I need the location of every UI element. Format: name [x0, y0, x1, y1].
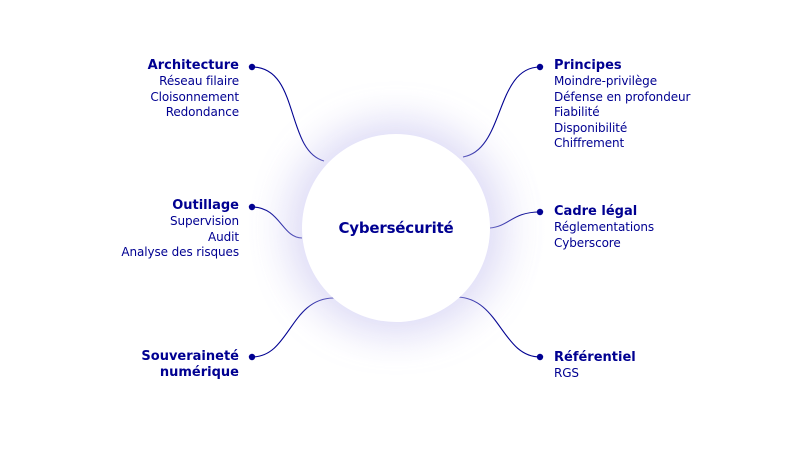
- branch-title: Cadre légal: [554, 204, 638, 219]
- branch-cadre-legal: Cadre légal Réglementations Cyberscore: [554, 204, 654, 251]
- branch-title: numérique: [159, 365, 239, 380]
- connector-architecture: [251, 66, 325, 162]
- branch-item: Redondance: [165, 105, 239, 119]
- branch-item: Supervision: [169, 214, 239, 228]
- branch-title: Outillage: [172, 198, 239, 213]
- branch-title: Souveraineté: [141, 349, 239, 364]
- branch-item: Moindre-privilège: [554, 74, 657, 88]
- branch-item: Cyberscore: [554, 235, 621, 250]
- branch-item: Défense en profondeur: [554, 89, 691, 104]
- branch-item: Fiabilité: [554, 105, 600, 119]
- connector-principes: [462, 66, 541, 158]
- branch-outillage: Outillage Supervision Audit Analyse des …: [121, 198, 239, 261]
- node-dot-cadre-legal: [536, 208, 544, 216]
- branch-referentiel: Référentiel RGS: [554, 350, 636, 382]
- center-label: Cybersécurité: [338, 219, 454, 237]
- node-dot-referentiel: [536, 353, 544, 361]
- connector-souverainete: [251, 297, 335, 358]
- connector-outillage: [251, 206, 303, 239]
- node-dot-souverainete: [248, 353, 256, 361]
- node-dot-architecture: [248, 63, 256, 71]
- branch-architecture: Architecture Réseau filaire Cloisonnemen…: [148, 58, 239, 121]
- branch-title: Référentiel: [554, 350, 636, 365]
- branch-item: Chiffrement: [554, 136, 625, 150]
- node-dot-outillage: [248, 203, 256, 211]
- branch-item: Cloisonnement: [150, 89, 239, 104]
- connector-cadre-legal: [489, 211, 541, 229]
- branch-principes: Principes Moindre-privilège Défense en p…: [554, 58, 690, 152]
- branch-title: Architecture: [147, 58, 239, 73]
- branch-title: Principes: [554, 58, 622, 73]
- branch-item: RGS: [554, 366, 579, 380]
- branch-item: Réseau filaire: [159, 74, 239, 88]
- branch-item: Disponibilité: [554, 120, 628, 135]
- branch-item: Analyse des risques: [121, 245, 239, 259]
- connector-referentiel: [456, 296, 541, 358]
- node-dot-principes: [536, 63, 544, 71]
- center-node: Cybersécurité: [302, 134, 490, 322]
- branch-item: Réglementations: [554, 220, 654, 234]
- branch-item: Audit: [208, 229, 239, 244]
- branch-souverainete: Souveraineté numérique: [141, 349, 239, 381]
